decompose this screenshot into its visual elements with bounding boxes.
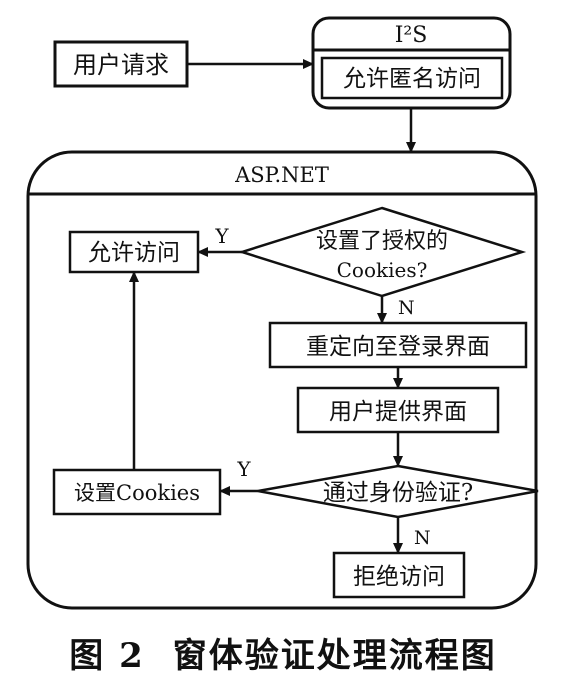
figure-number: 图 2 — [69, 636, 145, 676]
decision-cookie-label-line2: Cookies? — [337, 258, 428, 282]
allow-access-label: 允许访问 — [88, 240, 180, 266]
edge-label-auth-no: N — [414, 527, 431, 549]
edge-label-cookie-yes: Y — [214, 224, 229, 248]
deny-access-label: 拒绝访问 — [353, 564, 445, 590]
decision-auth-node: 通过身份验证? — [257, 464, 539, 519]
user-provide-node: 用户提供界面 — [296, 386, 500, 434]
iis-title: I²S — [395, 23, 428, 48]
aspnet-container: ASP.NET — [26, 150, 538, 610]
aspnet-title: ASP.NET — [234, 163, 329, 187]
iis-block: I²S 允许匿名访问 — [311, 16, 512, 110]
user-provide-label: 用户提供界面 — [329, 399, 467, 425]
deny-access-node: 拒绝访问 — [332, 551, 466, 599]
set-cookies-node: 设置Cookies — [52, 468, 222, 516]
redirect-login-node: 重定向至登录界面 — [268, 321, 528, 369]
decision-cookie-node: 设置了授权的 Cookies? — [237, 206, 527, 298]
edge-label-auth-yes: Y — [236, 457, 251, 481]
decision-cookie-label-line1: 设置了授权的 — [316, 229, 448, 254]
decision-auth-label: 通过身份验证? — [323, 480, 473, 506]
redirect-login-label: 重定向至登录界面 — [306, 334, 490, 360]
edge-label-cookie-no: N — [398, 297, 415, 319]
user-request-node: 用户请求 — [53, 40, 189, 88]
user-request-label: 用户请求 — [73, 51, 169, 79]
set-cookies-label: 设置Cookies — [74, 481, 200, 505]
allow-anonymous-label: 允许匿名访问 — [343, 66, 481, 92]
figure-title: 窗体验证处理流程图 — [172, 636, 497, 676]
allow-access-node: 允许访问 — [68, 230, 200, 274]
figure-caption: 图 2 窗体验证处理流程图 — [0, 628, 566, 677]
flowchart: 用户请求 I²S 允许匿名访问 ASP.NET 允许访问 设置了授权的 Cook… — [26, 16, 539, 610]
